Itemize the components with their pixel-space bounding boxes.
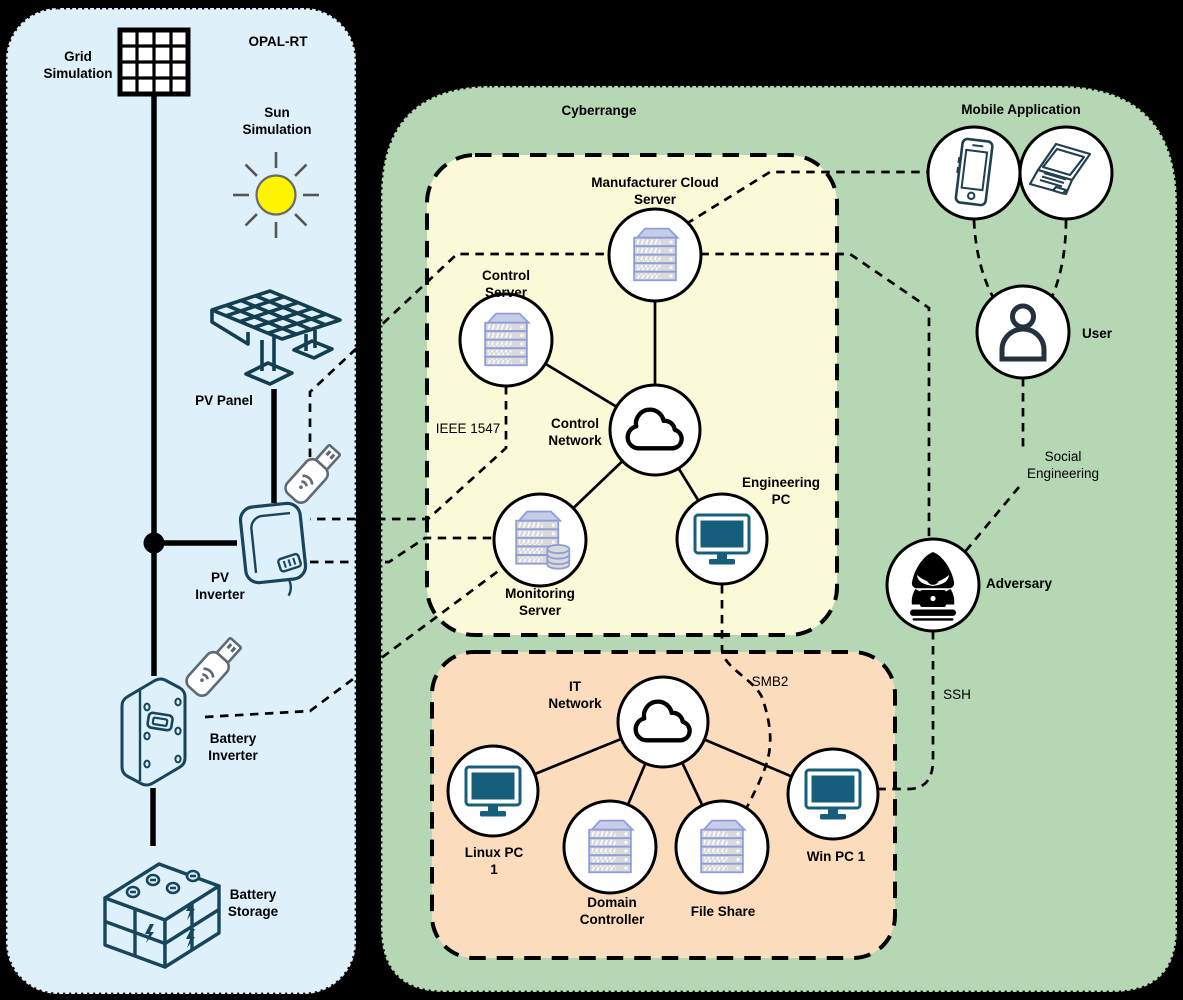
label-file-share: File Share (690, 904, 756, 919)
link-pv-cloud-adversary (308, 252, 931, 540)
label-adversary: Adversary (985, 576, 1053, 591)
solar-panel-icon (210, 289, 342, 386)
server-stack-icon (700, 819, 746, 874)
mobile-application-title: Mobile Application (961, 102, 1081, 117)
battery-inverter-icon (120, 677, 187, 787)
opal-rt-title: OPAL-RT (248, 34, 308, 49)
server-stack-icon (633, 227, 679, 282)
link-ssh (878, 631, 935, 791)
link-cloudserver-phone (685, 170, 927, 226)
label-win-pc-1: Win PC 1 (806, 849, 866, 864)
battery-bank-icon (103, 862, 221, 969)
label-ssh: SSH (943, 687, 971, 702)
dashed-links (204, 170, 1068, 814)
label-ieee-1547: IEEE 1547 (435, 421, 501, 436)
label-smb2: SMB2 (751, 674, 789, 689)
grid-simulation-icon (117, 27, 191, 97)
link-smb2 (720, 585, 772, 814)
server-stack-icon (484, 312, 530, 367)
inverter-box-icon (238, 501, 308, 597)
power-lines (150, 92, 277, 846)
label-pv-panel: PV Panel (195, 393, 253, 408)
link-batteryinverter-monitoring (204, 538, 541, 719)
label-user: User (1081, 326, 1113, 341)
link-ieee1547 (310, 386, 508, 521)
junction-dot (143, 532, 165, 554)
sun-icon (233, 152, 319, 238)
server-stack-icon (588, 819, 634, 874)
it-network-zone (430, 650, 897, 960)
opal-rt-panel (4, 6, 358, 996)
cyberrange-title: Cyberrange (561, 103, 637, 118)
